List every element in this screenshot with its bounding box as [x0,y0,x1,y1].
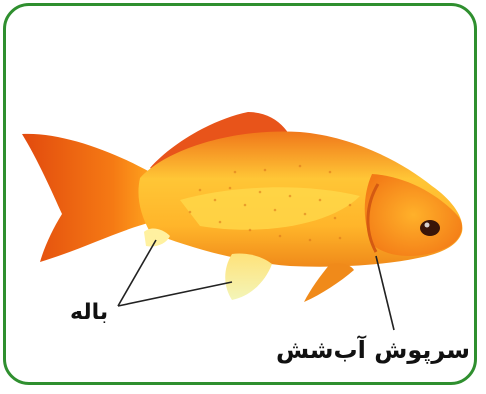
fin-leader-to-pectoral [118,282,232,306]
pectoral-fin [225,253,272,300]
anal-fin [304,263,354,302]
fish-head [365,174,462,256]
eye [420,220,440,236]
gill-leader [376,256,394,330]
tail-fin [22,134,152,262]
eye-highlight [425,223,430,228]
fin-leader-to-pelvic [118,240,156,306]
gill-cover-label: سرپوش آب‌شش [276,336,470,364]
fin-label: باله [70,300,108,325]
